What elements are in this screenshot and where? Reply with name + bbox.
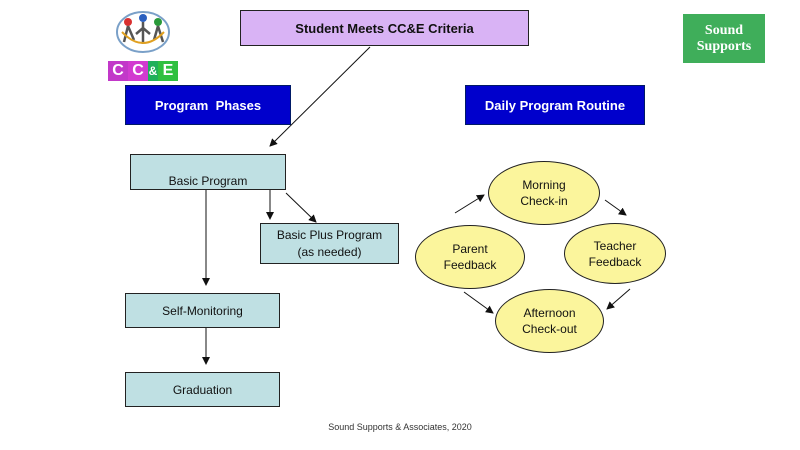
logo-ampersand: & <box>148 61 158 81</box>
criteria-label: Student Meets CC&E Criteria <box>295 20 474 36</box>
footer-credit: Sound Supports & Associates, 2020 <box>328 422 472 432</box>
parent-feedback-ellipse: Parent Feedback <box>415 225 525 289</box>
people-circle-icon <box>116 11 170 53</box>
teacher-feedback-ellipse: Teacher Feedback <box>564 223 666 284</box>
arrow-basic-to-basic-plus-2 <box>285 192 317 223</box>
basic-program-label: Basic Program <box>168 174 248 188</box>
arrow-morning-to-teacher <box>604 199 627 216</box>
afternoon-checkout-ellipse: Afternoon Check-out <box>495 289 604 353</box>
morning-label-line1: Morning <box>522 178 566 192</box>
graduation-label: Graduation <box>172 382 233 397</box>
basic-plus-label-line2: (as needed) <box>297 244 362 259</box>
morning-checkin-ellipse: Morning Check-in <box>488 161 600 225</box>
parent-label-line2: Feedback <box>443 258 497 272</box>
daily-routine-header: Daily Program Routine <box>465 85 645 125</box>
sound-label-line2: Supports <box>696 38 752 54</box>
cce-letters: C C & E <box>108 61 178 81</box>
cce-logo: C C & E <box>108 10 178 81</box>
teacher-label-line2: Feedback <box>588 254 642 269</box>
criteria-box: Student Meets CC&E Criteria <box>240 10 529 46</box>
arrow-criteria-to-basic <box>269 46 371 147</box>
basic-plus-label-line1: Basic Plus Program <box>276 227 383 242</box>
logo-letter-e: E <box>158 61 178 81</box>
basic-plus-program-box: Basic Plus Program (as needed) <box>260 223 399 264</box>
logo-letter-c1: C <box>108 61 128 81</box>
graduation-box: Graduation <box>125 372 280 407</box>
program-phases-label: Program Phases <box>154 97 262 113</box>
self-monitoring-box: Self-Monitoring <box>125 293 280 328</box>
arrow-parent-to-afternoon <box>463 291 494 314</box>
sound-label-line1: Sound <box>704 22 744 38</box>
afternoon-label-line2: Check-out <box>522 322 577 336</box>
morning-label-line2: Check-in <box>520 194 568 208</box>
teacher-label-line1: Teacher <box>593 238 637 253</box>
sound-supports-logo: Sound Supports <box>683 14 765 63</box>
program-phases-header: Program Phases <box>125 85 291 125</box>
daily-routine-label: Daily Program Routine <box>484 97 626 113</box>
arrow-teacher-to-afternoon <box>606 288 631 310</box>
self-monitoring-label: Self-Monitoring <box>162 303 243 318</box>
logo-letter-c2: C <box>128 61 148 81</box>
afternoon-label-line1: Afternoon <box>523 306 576 320</box>
arrow-parent-to-morning <box>454 194 485 214</box>
parent-label-line1: Parent <box>452 242 488 256</box>
basic-program-box: Basic Program <box>130 154 286 190</box>
